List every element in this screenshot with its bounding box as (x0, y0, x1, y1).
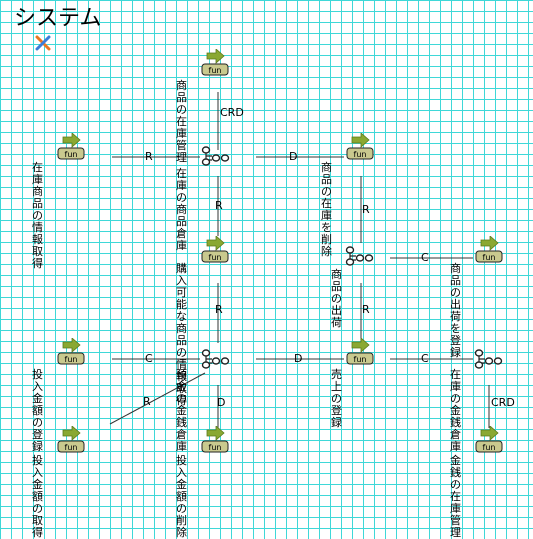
node-label: 投入金額の取得 (32, 454, 43, 539)
edge-label: R (215, 199, 223, 212)
edge-label: CRD (491, 396, 515, 409)
function-icon: fun (346, 337, 374, 365)
function-icon: fun (57, 425, 85, 453)
edge-label: R (143, 395, 151, 408)
function-badge: fun (65, 443, 78, 452)
function-icon: fun (57, 132, 85, 160)
edge-label: C (421, 352, 429, 365)
node-label: 売上の登録 (331, 368, 342, 429)
function-icon: fun (201, 425, 229, 453)
node-label: 購入可能な商品 の情報取得 (176, 262, 187, 407)
function-badge: fun (209, 66, 222, 75)
edge-label: D (217, 396, 226, 409)
node-label: 商品の在庫を削 除 (321, 161, 332, 258)
edge-label: C (421, 251, 429, 264)
datastore-icon (474, 349, 503, 369)
diagram-title: システム (14, 6, 102, 31)
edge-label: R (215, 303, 223, 316)
function-badge: fun (65, 355, 78, 364)
function-icon: fun (475, 425, 503, 453)
node-label: 在庫の商品倉庫 (176, 167, 187, 252)
function-icon: fun (201, 48, 229, 76)
node-label: 投入金額の削除 (176, 454, 187, 539)
function-badge: fun (65, 150, 78, 159)
function-badge: fun (209, 443, 222, 452)
edge-label: R (362, 303, 370, 316)
function-icon: fun (201, 235, 229, 263)
node-label: 在庫の金銭倉庫 (450, 368, 461, 453)
function-badge: fun (209, 253, 222, 262)
edge-label: R (362, 203, 370, 216)
node-label: 預金の金銭倉庫 (176, 368, 187, 453)
edge-label: C (145, 352, 153, 365)
function-icon: fun (346, 132, 374, 160)
edge-label: CRD (220, 106, 244, 119)
node-label: 投入金額の登録 (32, 368, 43, 453)
datastore-icon (345, 246, 374, 266)
function-icon: fun (57, 337, 85, 365)
edge-label: D (294, 352, 303, 365)
function-badge: fun (483, 253, 496, 262)
edge-label: D (289, 150, 298, 163)
system-logo-icon (35, 35, 51, 51)
node-label: 商品の在庫管理 (176, 79, 187, 164)
edge-layer (109, 92, 490, 428)
function-icon: fun (475, 235, 503, 263)
node-label: 商品の出荷 (331, 268, 342, 329)
node-label: 金銭の在庫管理 (450, 454, 461, 539)
node-label: 在庫商品の情報 取得 (32, 161, 43, 270)
datastore-icon (201, 146, 230, 166)
function-badge: fun (354, 355, 367, 364)
node-label: 商品の出荷を登 録 (450, 262, 461, 359)
edge-label: R (145, 150, 153, 163)
datastore-icon (201, 349, 230, 369)
edge-line (109, 372, 206, 425)
function-badge: fun (354, 150, 367, 159)
function-badge: fun (483, 443, 496, 452)
